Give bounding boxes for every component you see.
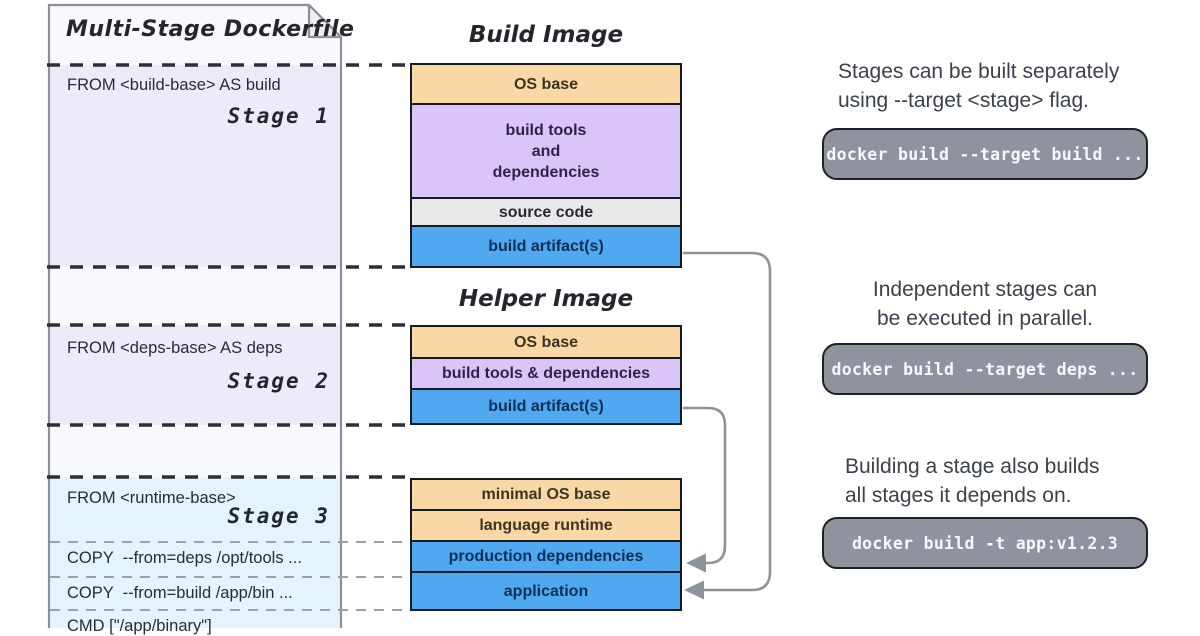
arrowhead-proddeps (686, 553, 706, 573)
stage3-copy-build-instruction: COPY --from=build /app/bin ... (67, 584, 293, 602)
helper-image-title: Helper Image (458, 286, 634, 312)
note-separate-builds: Stages can be built separately using --t… (838, 60, 1120, 112)
stage1-section (49, 65, 341, 267)
layer-production-dependencies: production dependencies (412, 540, 680, 571)
stage3-cmd-instruction: CMD ["/app/binary"] (67, 617, 212, 635)
dockerfile-title: Multi-Stage Dockerfile (66, 17, 355, 42)
stage-gap-1 (49, 267, 341, 325)
layer-minimal-os-base: minimal OS base (412, 480, 680, 509)
layer-language-runtime: language runtime (412, 509, 680, 540)
build-image-stack: OS base build tools and dependencies sou… (410, 63, 682, 268)
layer-build-artifacts: build artifact(s) (412, 388, 680, 423)
layer-os-base: OS base (412, 327, 680, 357)
dockerfile-sheet (49, 5, 341, 628)
layer-build-artifacts: build artifact(s) (412, 225, 680, 266)
stage2-label: Stage 2 (227, 369, 330, 393)
stage1-label: Stage 1 (227, 104, 330, 128)
stage2-from-instruction: FROM <deps-base> AS deps (67, 339, 283, 357)
layer-os-base: OS base (412, 65, 680, 103)
arrow-build-to-application (682, 251, 772, 592)
stage-gap-2 (49, 425, 341, 477)
arrow-deps-to-proddeps (682, 406, 727, 565)
command-pill-target-build: docker build --target build ... (822, 128, 1148, 180)
command-pill-target-deps: docker build --target deps ... (822, 343, 1148, 395)
command-pill-tag-app: docker build -t app:v1.2.3 (822, 517, 1148, 569)
command-text: docker build -t app:v1.2.3 (851, 533, 1119, 553)
layer-source-code: source code (412, 197, 680, 225)
command-text: docker build --target build ... (826, 144, 1144, 164)
arrowhead-application (684, 580, 704, 600)
helper-image-stack: OS base build tools & dependencies build… (410, 325, 682, 425)
final-image-stack: minimal OS base language runtime product… (410, 478, 682, 611)
note-dependent-stages: Building a stage also builds all stages … (845, 455, 1100, 507)
note-parallel-stages: Independent stages can be executed in pa… (872, 278, 1098, 330)
layer-build-tools-deps: build tools and dependencies (412, 103, 680, 197)
layer-application: application (412, 571, 680, 609)
stage3-label: Stage 3 (227, 504, 330, 528)
stage3-copy-deps-instruction: COPY --from=deps /opt/tools ... (67, 549, 302, 567)
stage1-from-instruction: FROM <build-base> AS build (67, 76, 281, 94)
build-image-title: Build Image (468, 22, 624, 48)
stage3-from-instruction: FROM <runtime-base> (67, 489, 236, 507)
command-text: docker build --target deps ... (831, 359, 1139, 379)
layer-build-tools-deps: build tools & dependencies (412, 357, 680, 388)
